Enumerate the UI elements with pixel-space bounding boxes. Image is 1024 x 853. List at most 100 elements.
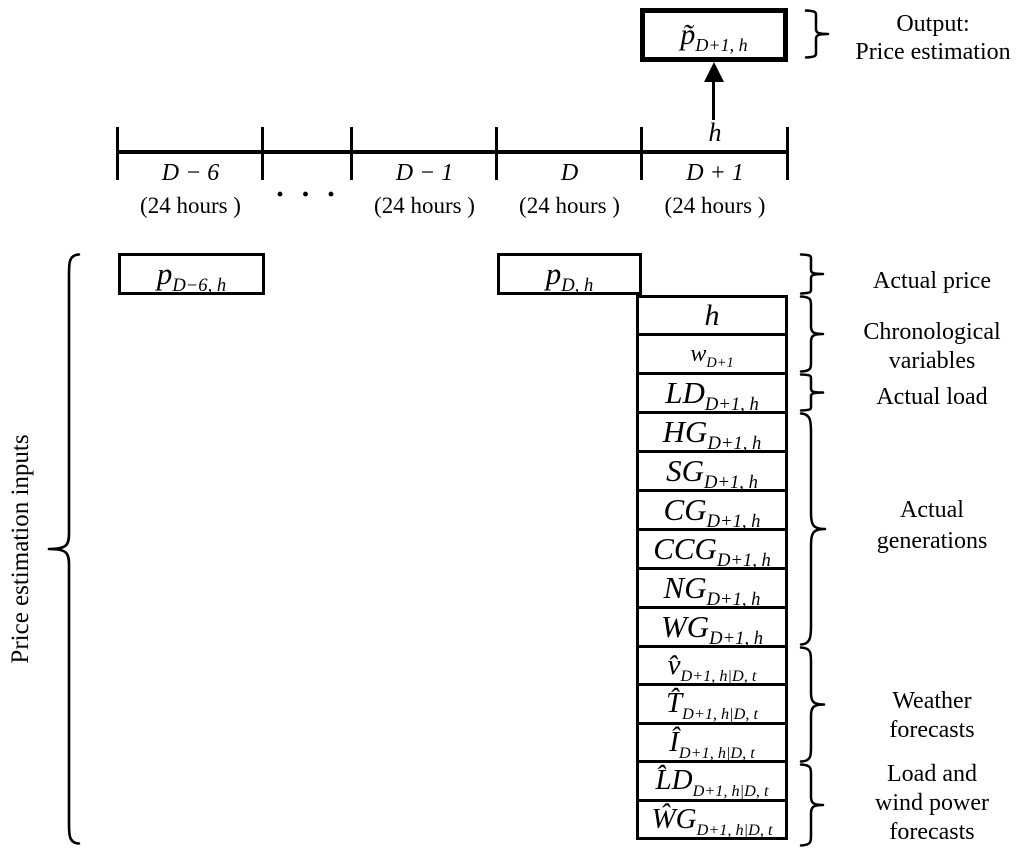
variable-subscript: D+1, h|D, t — [692, 782, 769, 801]
group-label-actual-load: Actual load — [840, 383, 1024, 412]
variable-subscript: D−6, h — [172, 275, 227, 297]
segment-label-d-minus-6: D − 6 — [161, 159, 220, 186]
stack-row-wind-speed-forecast: v̂D+1, h|D, t — [639, 647, 785, 687]
group-label-line: Actual — [900, 497, 964, 523]
hour-label: h — [708, 118, 722, 147]
price-box-d-minus-6: pD−6, h — [118, 253, 265, 295]
variable-main: p — [545, 256, 562, 291]
variable-subscript: D+1, h — [706, 511, 761, 533]
variable-main: NG — [663, 569, 707, 605]
segment-label-d-plus-1: D + 1 — [686, 159, 744, 186]
segment-hours-d: (24 hours ) — [519, 193, 620, 218]
variable-subscript: D+1, h — [706, 589, 761, 611]
variable-main: T̂ — [666, 687, 683, 720]
stack-row-temperature-forecast: T̂D+1, h|D, t — [639, 686, 785, 725]
brace-chronological-variables — [799, 295, 825, 373]
variable-main: h — [704, 298, 720, 332]
timeline-tick — [261, 127, 264, 180]
ellipsis-dots: · · · — [274, 178, 340, 211]
price-box-d: pD, h — [497, 253, 642, 295]
variable-subscript: D+1 — [706, 354, 734, 371]
variable-main: CCG — [653, 530, 717, 566]
group-label-actual-price: Actual price — [840, 267, 1024, 296]
timeline-tick — [116, 127, 119, 180]
variable-subscript: D+1, h|D, t — [696, 820, 773, 839]
timeline-tick — [640, 127, 643, 180]
variable-main: w — [690, 340, 707, 367]
variable-main: SG — [666, 452, 704, 488]
group-label-chronological-variables: Chronological variables — [840, 318, 1024, 376]
timeline-tick — [350, 127, 353, 180]
arrow-shaft — [712, 80, 715, 120]
stack-row-wind-generation: WGD+1, h — [639, 608, 785, 650]
variable-main: L̂D — [655, 764, 693, 797]
brace-actual-generations — [799, 412, 827, 646]
variable-subscript: D+1, h|D, t — [682, 705, 758, 724]
output-variable-subscript: D+1, h — [695, 35, 748, 55]
brace-price-estimation-inputs — [47, 253, 81, 845]
variable-subscript: D+1, h — [707, 433, 762, 455]
variable-subscript: D+1, h — [704, 394, 759, 416]
segment-label-d: D — [560, 159, 579, 186]
stack-row-combined-cycle-generation: CCGD+1, h — [639, 530, 785, 572]
output-label-line2: Price estimation — [855, 39, 1011, 65]
stack-row-solar-generation: SGD+1, h — [639, 452, 785, 494]
brace-weather-forecasts — [799, 646, 826, 763]
timeline-tick — [786, 127, 789, 180]
variable-subscript: D+1, h — [704, 472, 758, 494]
price-d-minus-6-variable: pD−6, h — [156, 256, 226, 295]
variable-main: v̂ — [667, 649, 681, 682]
group-label-load-wind-forecasts: Load and wind power forecasts — [840, 760, 1024, 847]
arrow-up-icon — [704, 62, 724, 82]
group-label-line: variables — [888, 348, 976, 374]
stack-row-nuclear-generation: NGD+1, h — [639, 569, 785, 611]
segment-hours-d-minus-6: (24 hours ) — [140, 193, 241, 218]
output-variable-main: p̃ — [680, 18, 696, 51]
brace-load-wind-forecasts — [799, 763, 825, 847]
variable-main: LD — [665, 374, 705, 410]
group-label-line: Chronological — [863, 319, 1001, 345]
segment-label-d-minus-1: D − 1 — [395, 159, 454, 186]
stack-row-coal-generation: CGD+1, h — [639, 491, 785, 533]
price-d-variable: pD, h — [545, 256, 594, 295]
group-label-line: Actual price — [873, 268, 991, 294]
stack-row-load: LDD+1, h — [639, 374, 785, 416]
output-price-variable: p̃D+1, h — [680, 18, 748, 55]
output-label: Output: Price estimation — [843, 10, 1023, 66]
group-label-line: Actual load — [876, 384, 988, 410]
stack-row-wind-power-forecast: ŴGD+1, h|D, t — [639, 801, 785, 839]
variable-main: CG — [663, 491, 707, 527]
d-plus-1-input-stack: h wD+1 LDD+1, h HGD+1, h SGD+1, h CGD+1,… — [636, 295, 788, 840]
group-label-line: generations — [876, 528, 988, 554]
variable-subscript: D+1, h — [709, 628, 764, 650]
group-label-line: Load and — [887, 761, 977, 787]
group-label-actual-generations: Actual generations — [840, 495, 1024, 557]
stack-row-hydro-generation: HGD+1, h — [639, 413, 785, 455]
variable-main: p — [156, 256, 173, 291]
stack-row-hour: h — [639, 298, 785, 337]
brace-actual-price — [799, 253, 825, 295]
variable-subscript: D, h — [561, 275, 594, 297]
variable-main: HG — [662, 413, 708, 449]
group-label-line: forecasts — [889, 819, 975, 845]
variable-subscript: D+1, h|D, t — [680, 666, 757, 685]
variable-main: WG — [660, 608, 710, 644]
variable-main: Î — [669, 725, 679, 758]
timeline-axis — [118, 150, 788, 154]
variable-main: ŴG — [651, 802, 697, 835]
price-estimation-inputs-label: Price estimation inputs — [7, 434, 34, 664]
segment-hours-d-minus-1: (24 hours ) — [374, 193, 475, 218]
stack-row-load-forecast: L̂DD+1, h|D, t — [639, 763, 785, 802]
output-label-line1: Output: — [896, 11, 970, 37]
group-label-weather-forecasts: Weather forecasts — [840, 687, 1024, 745]
group-label-line: Weather — [892, 688, 972, 714]
timeline-tick — [495, 127, 498, 180]
group-label-line: wind power — [875, 790, 989, 816]
stack-row-weekday: wD+1 — [639, 336, 785, 375]
variable-subscript: D+1, h|D, t — [678, 743, 755, 762]
output-price-box: p̃D+1, h — [640, 8, 788, 62]
variable-subscript: D+1, h — [716, 550, 771, 572]
group-label-line: forecasts — [889, 717, 975, 743]
segment-hours-d-plus-1: (24 hours ) — [664, 193, 766, 218]
